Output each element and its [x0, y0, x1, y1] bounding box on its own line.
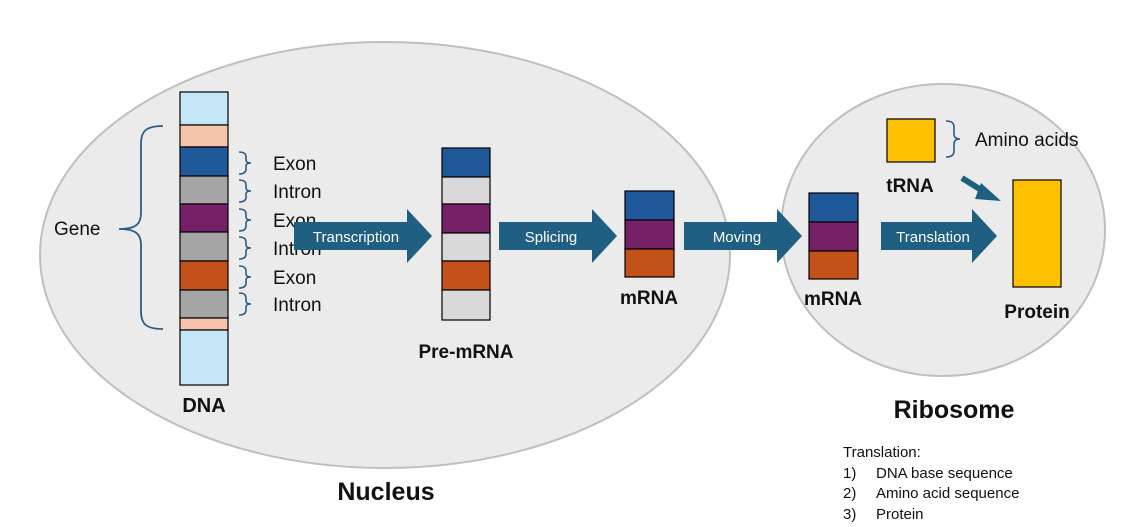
mrna-ribosome-label: mRNA [804, 289, 862, 310]
dna-end-bottom [179, 329, 229, 386]
splicing-label: Splicing [525, 229, 578, 246]
notes-item-number: 3) [843, 505, 857, 523]
notes-item-text: Protein [876, 505, 924, 523]
notes-item-number: 1) [843, 464, 857, 482]
notes-item-text: Amino acid sequence [876, 485, 1020, 502]
moving-arrow: Moving [684, 209, 802, 263]
notes-item-3: 3) Protein [843, 505, 1019, 526]
mrna-exon-2 [624, 219, 675, 250]
mrna-ribo-exon-2 [808, 221, 859, 252]
mrna-exon-1 [624, 190, 675, 221]
notes-item-number: 2) [843, 485, 857, 502]
pre-mrna-intron-2 [441, 232, 491, 262]
dna-label: DNA [182, 395, 225, 417]
notes-item-text: DNA base sequence [876, 464, 1013, 482]
exon-label-3: Exon [273, 268, 316, 289]
brace-intron-2 [238, 236, 252, 260]
mrna-exon-3 [624, 248, 675, 278]
amino-acids-brace [945, 120, 961, 158]
dna-exon-3 [179, 260, 229, 291]
dna-strand [179, 91, 229, 386]
dna-exon-1 [179, 146, 229, 177]
notes-item-2: 2) Amino acid sequence [843, 484, 1019, 505]
brace-exon-1 [238, 151, 252, 175]
mrna-nucleus-strand [624, 190, 675, 278]
protein-block [1012, 179, 1062, 288]
nucleus-label: Nucleus [337, 478, 434, 506]
moving-label: Moving [713, 229, 761, 246]
dna-utr-top [179, 124, 229, 148]
pre-mrna-intron-3 [441, 289, 491, 321]
dna-intron-1 [179, 175, 229, 205]
dna-end-top [179, 91, 229, 126]
pre-mrna-exon-3 [441, 260, 491, 291]
pre-mrna-intron-1 [441, 176, 491, 205]
mrna-nucleus-label: mRNA [620, 288, 678, 309]
dna-exon-2 [179, 203, 229, 233]
brace-intron-3 [238, 292, 252, 316]
dna-intron-3 [179, 289, 229, 319]
gene-label: Gene [54, 219, 100, 240]
dna-utr-bottom [179, 317, 229, 331]
transcription-arrow: Transcription [294, 209, 432, 263]
intron-label-3: Intron [273, 295, 322, 316]
mrna-ribo-exon-3 [808, 250, 859, 280]
amino-acid-block [886, 118, 936, 163]
brace-intron-1 [238, 179, 252, 203]
intron-label-1: Intron [273, 182, 322, 203]
trna-to-protein-arrow [960, 175, 1001, 201]
dna-intron-2 [179, 231, 229, 262]
pre-mrna-strand [441, 147, 491, 321]
gene-bracket [118, 125, 164, 330]
brace-exon-2 [238, 208, 252, 232]
mrna-ribo-exon-1 [808, 192, 859, 223]
translation-notes: Translation: 1) DNA base sequence 2) Ami… [843, 443, 1019, 525]
trna-label: tRNA [886, 176, 934, 197]
pre-mrna-exon-1 [441, 147, 491, 178]
pre-mrna-label: Pre-mRNA [418, 342, 513, 363]
translation-arrow: Translation [881, 209, 997, 263]
translation-label: Translation [896, 229, 970, 246]
exon-label-1: Exon [273, 154, 316, 175]
pre-mrna-exon-2 [441, 203, 491, 234]
notes-item-1: 1) DNA base sequence [843, 464, 1019, 485]
brace-exon-3 [238, 265, 252, 289]
transcription-label: Transcription [313, 229, 399, 246]
notes-title: Translation: [843, 444, 921, 461]
ribosome-label: Ribosome [894, 396, 1015, 424]
mrna-ribosome-strand [808, 192, 859, 280]
amino-acids-label: Amino acids [975, 130, 1079, 151]
protein-label: Protein [1004, 302, 1069, 323]
splicing-arrow: Splicing [499, 209, 617, 263]
segment-braces [238, 151, 252, 316]
